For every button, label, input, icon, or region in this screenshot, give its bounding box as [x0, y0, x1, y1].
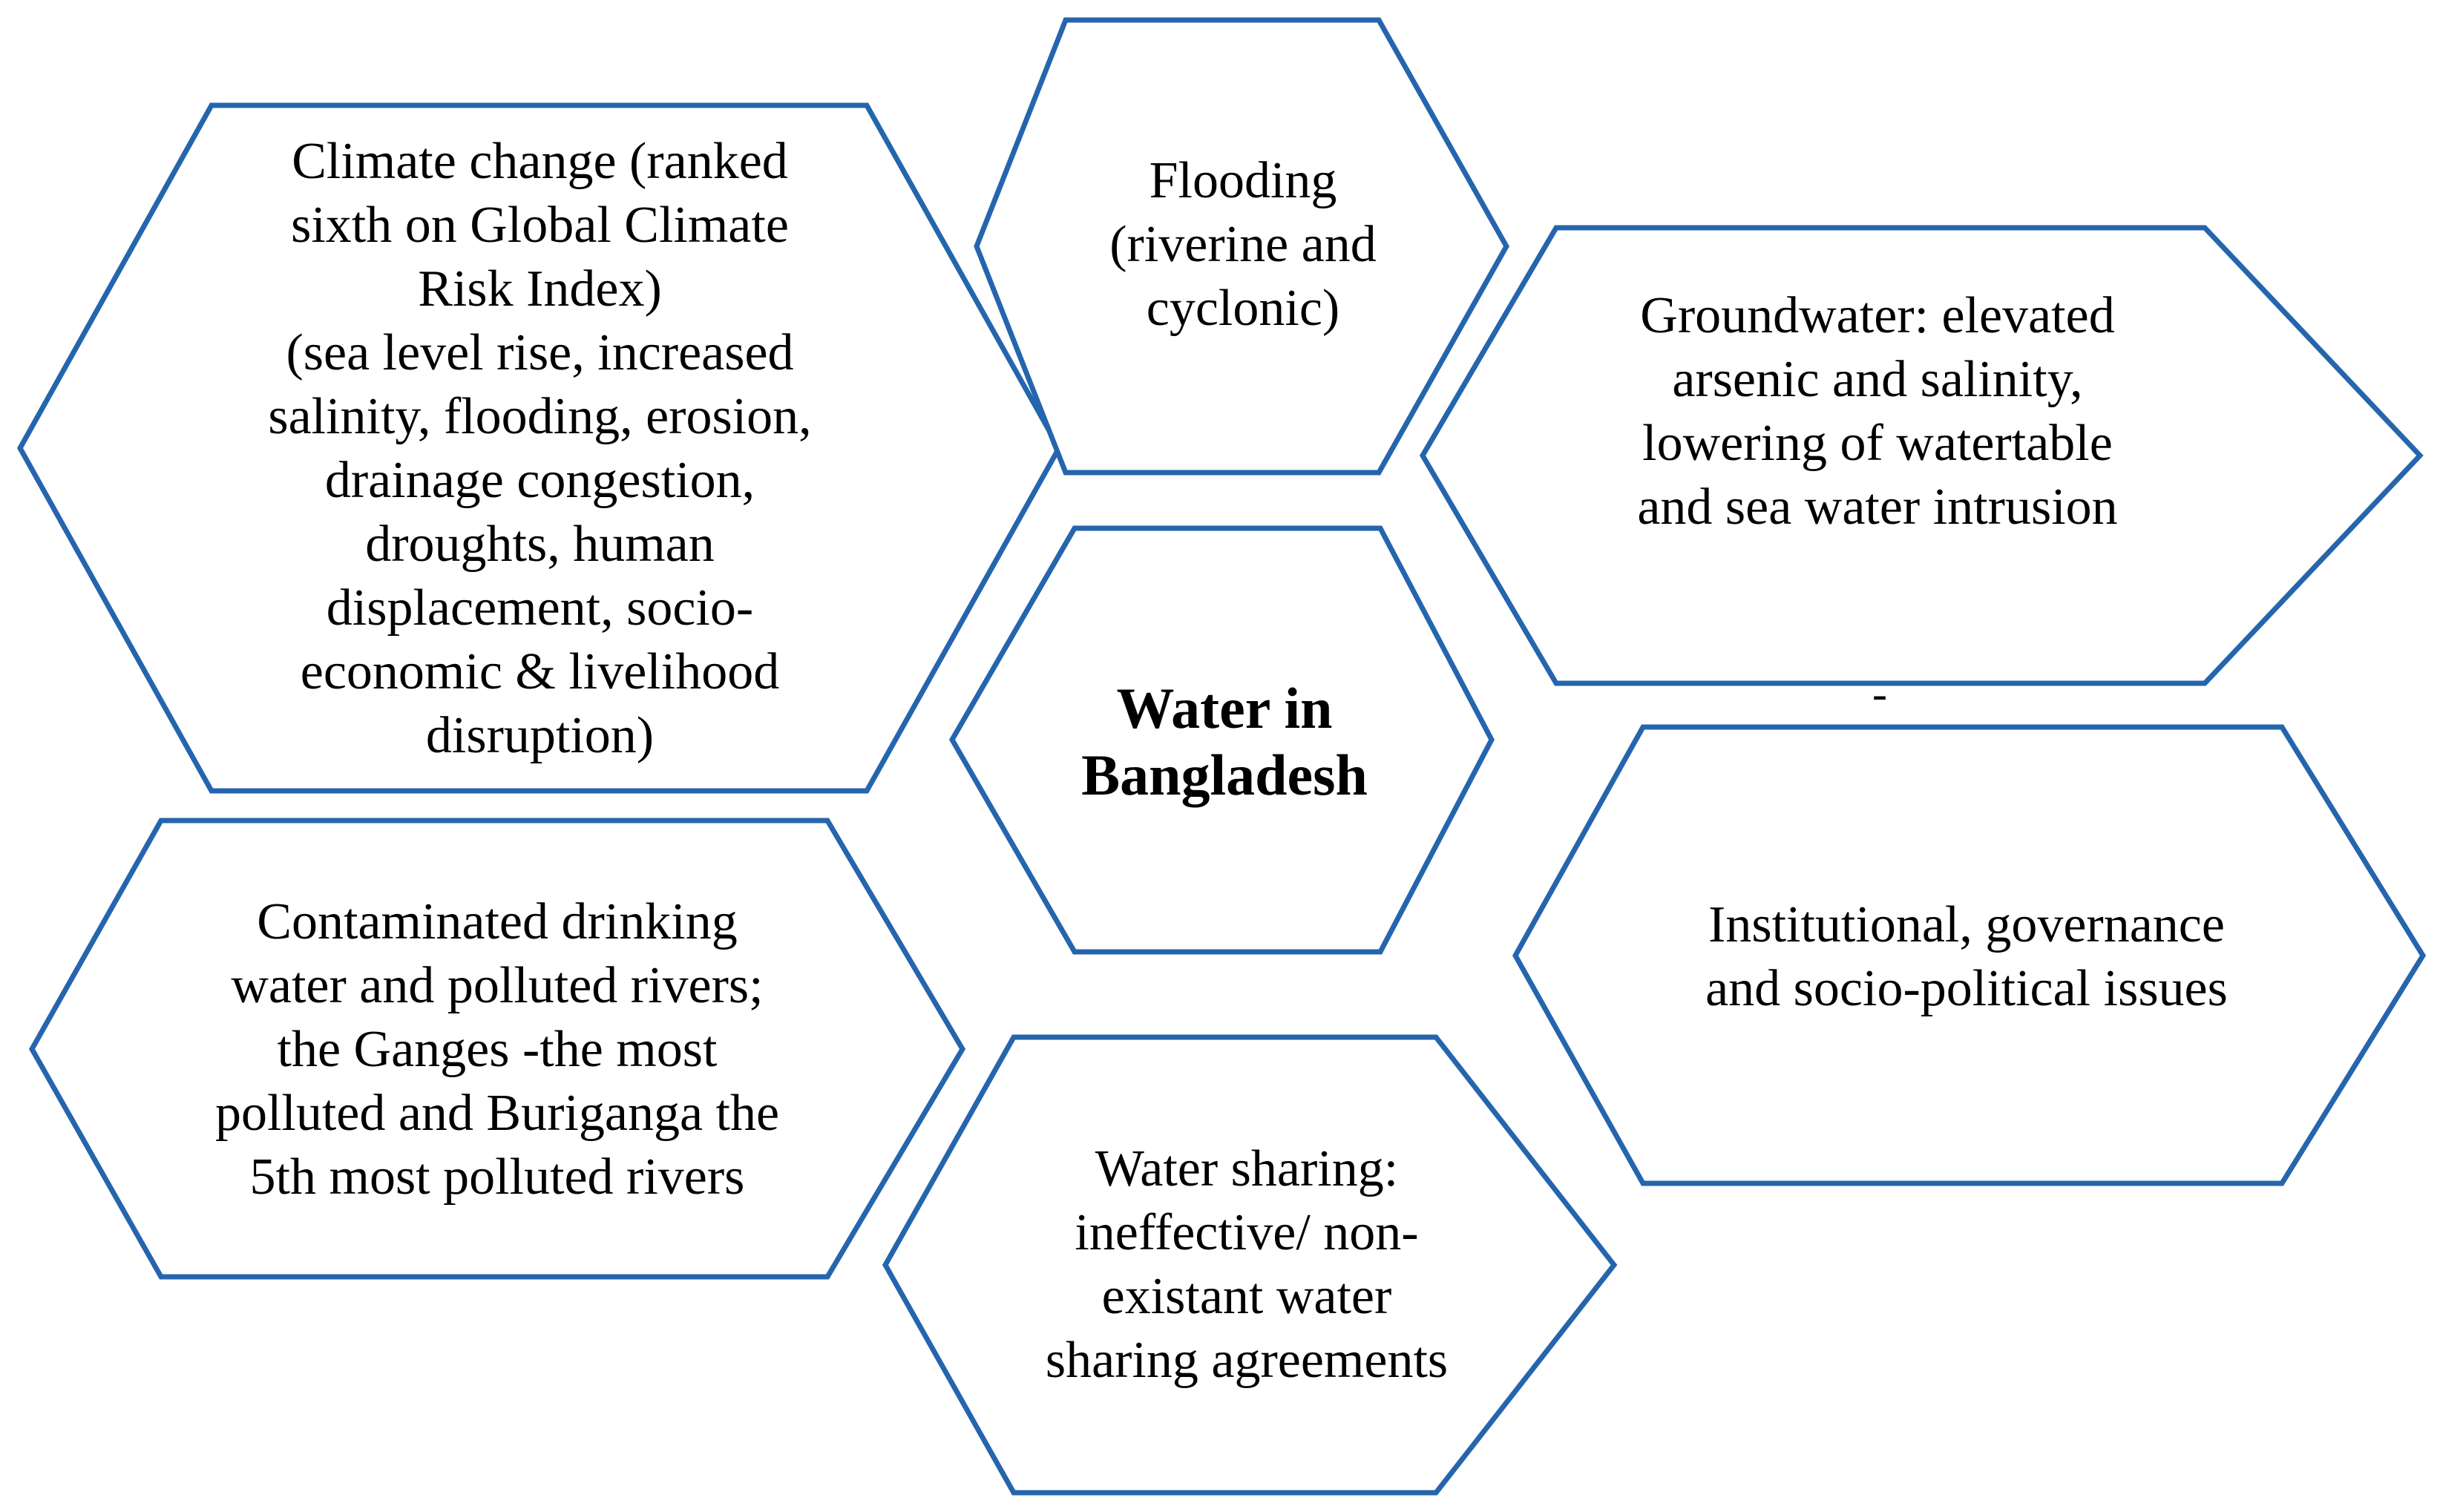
institutional-hexagon	[1512, 724, 2427, 1186]
contaminated-water-hexagon	[28, 818, 966, 1280]
groundwater-hexagon	[1419, 225, 2424, 686]
flooding-label: Flooding (riverine and cyclonic)	[1109, 152, 1377, 337]
contaminated-water-label: Contaminated drinking water and polluted…	[214, 893, 780, 1206]
stray-dash: -	[1872, 669, 1887, 718]
climate-change-hexagon	[16, 102, 1063, 794]
center-hexagon	[948, 525, 1495, 955]
institutional-label: Institutional, governance and socio-poli…	[1705, 896, 2228, 1017]
water-sharing-hexagon	[882, 1034, 1618, 1496]
groundwater-label: Groundwater: elevated arsenic and salini…	[1637, 287, 2118, 536]
water-sharing-label: Water sharing: ineffective/ non- existan…	[1045, 1140, 1449, 1389]
flooding-hexagon	[974, 17, 1510, 476]
climate-change-label: Climate change (ranked sixth on Global C…	[268, 133, 812, 764]
center-label: Water in Bangladesh	[1081, 676, 1368, 807]
